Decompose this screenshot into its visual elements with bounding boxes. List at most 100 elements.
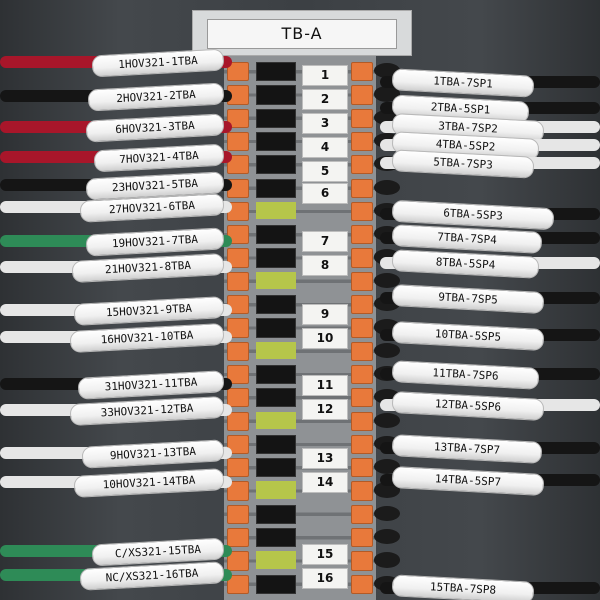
wire-marker-sleeve: 15HOV321-9TBA	[73, 296, 225, 326]
terminal-number-tag: 14	[302, 472, 348, 493]
release-tab[interactable]	[227, 434, 249, 455]
release-tab[interactable]	[227, 225, 249, 245]
terminal-slot	[256, 178, 296, 198]
terminal-number-tag: 8	[302, 255, 348, 276]
wire-entry-hole	[374, 179, 400, 195]
wire-entry-hole	[374, 529, 400, 545]
wire-marker-sleeve: 15TBA-7SP8	[391, 574, 535, 600]
orange-release-tabs-left	[227, 58, 249, 600]
black-terminal-slots	[256, 58, 296, 600]
orange-release-tabs-right	[351, 58, 373, 600]
ground-terminal	[256, 201, 296, 220]
release-tab[interactable]	[227, 528, 249, 548]
ground-terminal	[256, 411, 296, 429]
release-tab[interactable]	[351, 248, 373, 268]
release-tab[interactable]	[351, 62, 373, 82]
release-tab[interactable]	[227, 271, 249, 291]
wire-marker-sleeve: 33HOV321-12TBA	[69, 395, 225, 427]
release-tab[interactable]	[351, 481, 373, 501]
terminal-slot	[256, 131, 296, 152]
wire-marker-sleeve: 11TBA-7SP6	[391, 360, 540, 390]
release-tab[interactable]	[351, 108, 373, 128]
release-tab[interactable]	[351, 504, 373, 524]
wire-marker-sleeve: 21HOV321-8TBA	[71, 253, 225, 283]
terminal-number-tag: 11	[302, 375, 348, 396]
terminal-slot	[256, 574, 296, 594]
release-tab[interactable]	[351, 318, 373, 338]
release-tab[interactable]	[351, 388, 373, 408]
terminal-slot	[256, 434, 296, 455]
terminal-slot	[256, 108, 296, 128]
terminal-slot	[256, 85, 296, 105]
wire-marker-sleeve: 8TBA-5SP4	[391, 249, 540, 279]
release-tab[interactable]	[227, 411, 249, 431]
wire-marker-sleeve: 7HOV321-4TBA	[93, 143, 225, 173]
wire-entry-hole	[374, 272, 400, 288]
release-tab[interactable]	[227, 131, 249, 152]
terminal-number-tag: 16	[302, 568, 348, 589]
terminal-number-tag: 2	[302, 89, 348, 110]
release-tab[interactable]	[227, 341, 249, 361]
wire-marker-sleeve: 13TBA-7SP7	[391, 434, 543, 464]
wire-marker-sleeve: 16HOV321-10TBA	[69, 322, 225, 354]
release-tab[interactable]	[351, 574, 373, 594]
release-tab[interactable]	[227, 551, 249, 571]
release-tab[interactable]	[351, 434, 373, 455]
wire-marker-sleeve: 10HOV321-14TBA	[73, 468, 225, 498]
release-tab[interactable]	[351, 295, 373, 315]
release-tab[interactable]	[351, 528, 373, 548]
release-tab[interactable]	[227, 388, 249, 408]
release-tab[interactable]	[227, 155, 249, 175]
terminal-slot	[256, 155, 296, 175]
wire-marker-sleeve: 9HOV321-13TBA	[81, 439, 225, 469]
terminal-slot	[256, 364, 296, 385]
ground-terminal	[256, 551, 296, 569]
release-tab[interactable]	[351, 458, 373, 478]
terminal-slot	[256, 225, 296, 245]
terminal-slot	[256, 248, 296, 268]
terminal-number-tag: 3	[302, 113, 348, 134]
terminal-slot	[256, 388, 296, 408]
release-tab[interactable]	[351, 201, 373, 222]
release-tab[interactable]	[351, 271, 373, 291]
release-tab[interactable]	[227, 318, 249, 338]
release-tab[interactable]	[227, 504, 249, 524]
wire-marker-sleeve: 9TBA-7SP5	[391, 284, 545, 314]
wire-marker-sleeve: 12TBA-5SP6	[391, 391, 545, 421]
terminal-slot	[256, 528, 296, 548]
release-tab[interactable]	[227, 62, 249, 82]
release-tab[interactable]	[351, 178, 373, 198]
wire-marker-sleeve: 10TBA-5SP5	[391, 321, 545, 351]
wire-entry-hole	[374, 505, 400, 521]
wire-marker-sleeve: 19HOV321-7TBA	[85, 227, 225, 257]
release-tab[interactable]	[351, 551, 373, 571]
release-tab[interactable]	[351, 341, 373, 361]
wire-entry-hole	[374, 412, 400, 428]
release-tab[interactable]	[227, 108, 249, 128]
release-tab[interactable]	[227, 481, 249, 501]
terminal-number-tag: 1	[302, 65, 348, 86]
wire-entry-hole	[374, 342, 400, 358]
release-tab[interactable]	[351, 85, 373, 105]
release-tab[interactable]	[351, 155, 373, 175]
release-tab[interactable]	[351, 364, 373, 385]
terminal-number-tag: 7	[302, 231, 348, 252]
wire-marker-sleeve: 31HOV321-11TBA	[77, 370, 225, 400]
terminal-number-tag: 6	[302, 183, 348, 204]
release-tab[interactable]	[351, 131, 373, 152]
release-tab[interactable]	[351, 225, 373, 245]
release-tab[interactable]	[227, 574, 249, 594]
release-tab[interactable]	[227, 458, 249, 478]
din-rail	[224, 50, 376, 600]
ground-terminal	[256, 341, 296, 359]
terminal-number-tag: 15	[302, 544, 348, 565]
terminal-slot	[256, 62, 296, 82]
terminal-slot	[256, 318, 296, 338]
terminal-number-tag: 13	[302, 448, 348, 469]
header-label: TB-A	[207, 19, 397, 49]
release-tab[interactable]	[227, 248, 249, 268]
release-tab[interactable]	[351, 411, 373, 431]
release-tab[interactable]	[227, 364, 249, 385]
wire-marker-sleeve: 1TBA-7SP1	[391, 68, 535, 98]
terminal-number-tag: 9	[302, 304, 348, 325]
